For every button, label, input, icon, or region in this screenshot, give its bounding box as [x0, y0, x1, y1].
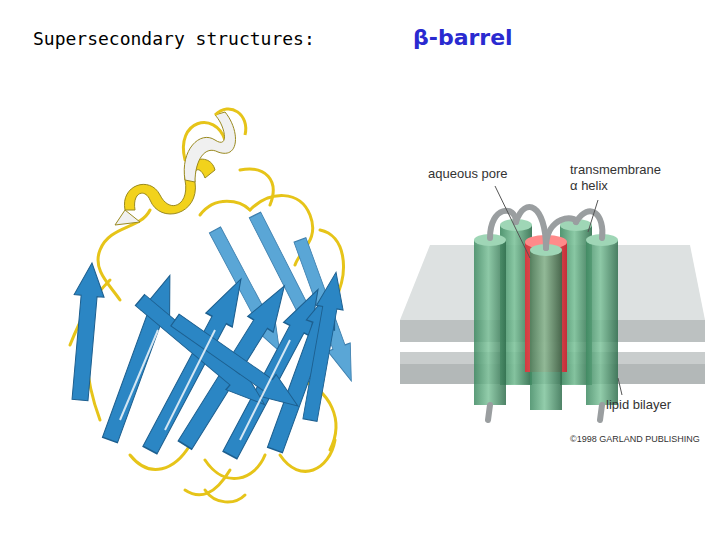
subtitle: β-barrel	[413, 25, 513, 51]
slide-title: Supersecondary structures:	[33, 28, 315, 50]
copyright-note: ©1998 GARLAND PUBLISHING	[570, 434, 700, 445]
callout-label: transmembrane α helix	[570, 162, 666, 193]
membrane-channel	[400, 186, 705, 420]
helix-loops	[488, 207, 602, 420]
callout-label: lipid bilayer	[606, 397, 671, 413]
beta-barrel-ribbon	[65, 109, 363, 502]
helix-cylinders-front	[474, 234, 618, 410]
callout-label: aqueous pore	[428, 166, 508, 182]
leader-lines	[495, 186, 622, 395]
